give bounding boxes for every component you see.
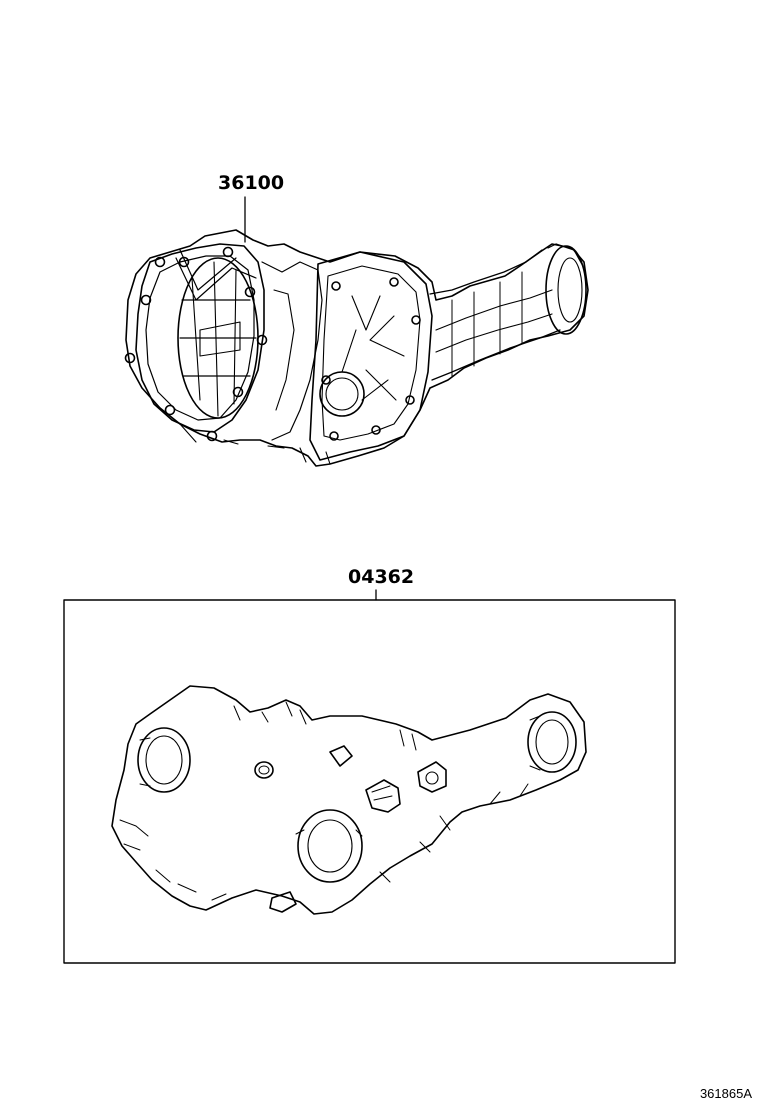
figure-id: 361865A	[699, 1086, 752, 1101]
transfer-gasket-kit-drawing	[111, 685, 587, 915]
kit-frame	[63, 599, 676, 964]
part-number-04362: 04362	[348, 566, 415, 588]
part-number-36100: 36100	[218, 172, 285, 194]
transfer-case-assembly-drawing	[124, 229, 589, 467]
